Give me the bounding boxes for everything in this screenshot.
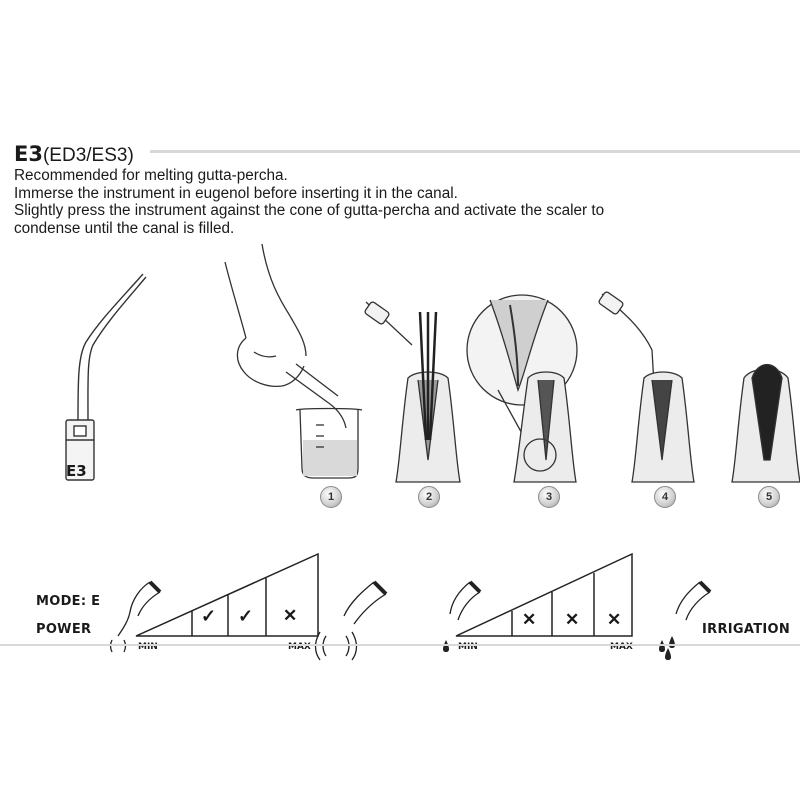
power-max-label: MAX: [288, 642, 311, 652]
step-number: 4: [654, 486, 676, 508]
bottom-divider: [0, 644, 800, 646]
tooth-step-5: [731, 363, 800, 483]
check-icon: ✓: [238, 606, 254, 626]
cross-icon: ✕: [522, 610, 537, 629]
step-number: 2: [418, 486, 440, 508]
irrigation-max-label: MAX: [610, 642, 633, 652]
step-number: 1: [320, 486, 342, 508]
tip-code: E3: [14, 142, 43, 166]
cross-icon: ✕: [607, 610, 622, 629]
power-right-handpiece-icon: [343, 580, 388, 625]
tip-label: E3: [66, 462, 87, 480]
tip-variants: (ED3/ES3): [42, 145, 134, 166]
irrigation-min-label: MIN: [458, 642, 478, 652]
cross-icon: ✕: [283, 606, 298, 625]
hand-beaker-illustration: [224, 243, 363, 479]
vibration-icon: [109, 631, 358, 661]
tooth-step-2: [364, 301, 461, 483]
irrigation-label: IRRIGATION: [702, 622, 791, 637]
power-left-handpiece-icon: [117, 580, 162, 637]
mode-label: MODE: E: [36, 594, 101, 609]
instruction-line: Recommended for melting gutta-percha.: [14, 167, 288, 184]
header-divider: [150, 150, 800, 153]
power-label: POWER: [36, 622, 92, 637]
tooth-step-4: [598, 291, 695, 483]
instructions: Recommended for melting gutta-percha. Im…: [14, 167, 794, 237]
section-title: E3(ED3/ES3): [14, 142, 134, 167]
irrigation-wedge: [455, 552, 633, 637]
power-wedge: [135, 552, 319, 637]
step-number: 3: [538, 486, 560, 508]
instruction-line: Slightly press the instrument against th…: [14, 202, 605, 220]
step-number: 5: [758, 486, 780, 508]
e3-tip-illustration: [65, 273, 147, 481]
check-icon: ✓: [201, 606, 217, 626]
irrigation-right-handpiece-icon: [675, 580, 712, 621]
instruction-line: Immerse the instrument in eugenol before…: [14, 184, 458, 202]
power-min-label: MIN: [138, 642, 158, 652]
cross-icon: ✕: [565, 610, 580, 629]
instruction-line: condense until the canal is filled.: [14, 219, 235, 237]
irrigation-left-handpiece-icon: [449, 580, 482, 621]
tooth-step-3: [466, 294, 578, 483]
